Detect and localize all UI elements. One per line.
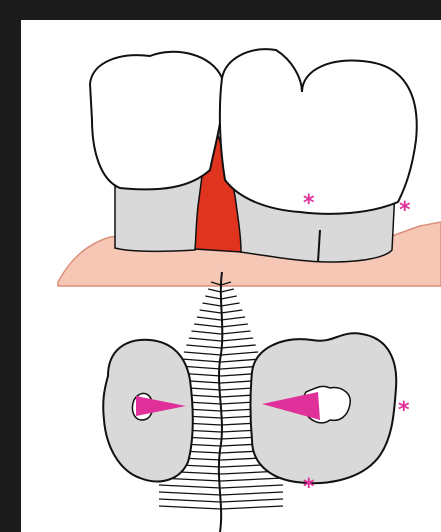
bristle <box>197 317 221 320</box>
marker-star: * <box>398 400 410 422</box>
bristle <box>205 296 221 299</box>
bristle <box>221 331 251 334</box>
bristle <box>221 324 248 327</box>
bristle <box>221 492 283 495</box>
brush-wire <box>219 272 222 532</box>
bristle <box>191 331 221 334</box>
bristle <box>221 296 237 299</box>
bristle <box>159 506 221 509</box>
right-tooth-crown <box>220 49 417 214</box>
bristle <box>221 345 256 348</box>
bristle <box>159 499 221 502</box>
bristle <box>221 352 258 355</box>
bristle <box>221 289 234 292</box>
bristle <box>221 317 245 320</box>
bristle <box>221 338 253 341</box>
marker-star: * <box>303 477 315 499</box>
marker-star: * <box>399 200 411 222</box>
marker-star: * <box>303 193 315 215</box>
left-tooth-crown <box>90 52 223 190</box>
bristle <box>221 506 283 509</box>
bristle <box>200 310 221 313</box>
bristle <box>186 345 221 348</box>
bristle <box>189 338 221 341</box>
bristle <box>221 478 283 481</box>
bristle <box>221 310 242 313</box>
bristle <box>221 303 240 306</box>
bristle <box>181 359 221 362</box>
bristle <box>208 289 221 292</box>
bristle <box>194 324 221 327</box>
bristle <box>221 485 283 488</box>
bristle <box>202 303 221 306</box>
bristle <box>221 499 283 502</box>
bristle <box>159 492 221 495</box>
bristle <box>159 485 221 488</box>
bristle <box>184 352 221 355</box>
